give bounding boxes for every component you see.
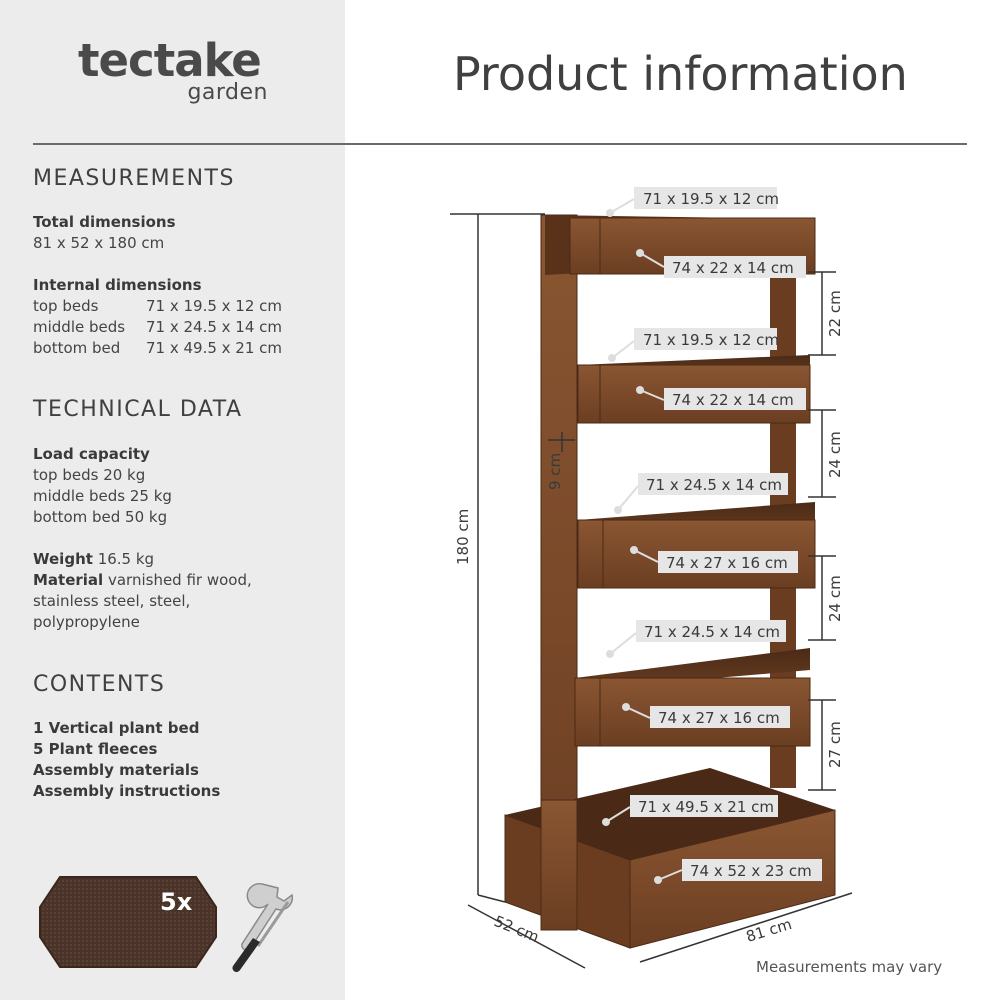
svg-text:71 x 24.5 x 14 cm: 71 x 24.5 x 14 cm bbox=[646, 476, 782, 494]
material-row: Material varnished fir wood, bbox=[33, 571, 252, 589]
tools-icon bbox=[218, 880, 298, 975]
material-row-2: stainless steel, steel, bbox=[33, 592, 191, 610]
callout-outer-2: 74 x 22 x 14 cm bbox=[636, 386, 806, 410]
brand-name: tectake bbox=[78, 34, 262, 87]
svg-text:74 x 22 x 14 cm: 74 x 22 x 14 cm bbox=[672, 259, 794, 277]
info-sidebar bbox=[0, 0, 345, 1000]
svg-text:71 x 19.5 x 12 cm: 71 x 19.5 x 12 cm bbox=[643, 190, 779, 208]
material-row-3: polypropylene bbox=[33, 613, 140, 631]
plant-fleece-image: 5x bbox=[38, 872, 218, 972]
callout-inner-2: 71 x 19.5 x 12 cm bbox=[608, 328, 779, 362]
bed-middle-2 bbox=[574, 648, 811, 747]
brand-logo: tectake garden bbox=[78, 36, 268, 104]
svg-text:71 x 24.5 x 14 cm: 71 x 24.5 x 14 cm bbox=[644, 623, 780, 641]
callout-inner-5: 71 x 49.5 x 21 cm bbox=[602, 795, 778, 826]
leg-gap-label: 9 cm bbox=[546, 453, 564, 490]
technical-heading: TECHNICAL DATA bbox=[33, 397, 243, 422]
load-capacity-label: Load capacity bbox=[33, 445, 150, 463]
total-dimensions-value: 81 x 52 x 180 cm bbox=[33, 234, 165, 252]
weight-row: Weight 16.5 kg bbox=[33, 550, 155, 568]
callout-outer-4: 74 x 27 x 16 cm bbox=[622, 703, 790, 728]
contents-item: 5 Plant fleeces bbox=[33, 740, 158, 758]
callout-inner-4: 71 x 24.5 x 14 cm bbox=[606, 620, 786, 658]
spacing-label: 22 cm bbox=[826, 290, 844, 337]
svg-text:74 x 27 x 16 cm: 74 x 27 x 16 cm bbox=[666, 554, 788, 572]
load-item: top beds 20 kg bbox=[33, 466, 146, 484]
bed-middle-1 bbox=[577, 502, 816, 589]
header-divider bbox=[33, 143, 967, 145]
contents-heading: CONTENTS bbox=[33, 672, 166, 697]
contents-list: 1 Vertical plant bed 5 Plant fleeces Ass… bbox=[33, 718, 220, 802]
contents-item: Assembly instructions bbox=[33, 782, 221, 800]
callout-outer-5: 74 x 52 x 23 cm bbox=[654, 859, 822, 884]
dimension-lines bbox=[450, 213, 853, 969]
callout-inner-3: 71 x 24.5 x 14 cm bbox=[614, 473, 788, 514]
screwdriver-icon bbox=[232, 901, 290, 973]
front-leg-lower bbox=[540, 799, 578, 931]
svg-text:71 x 49.5 x 21 cm: 71 x 49.5 x 21 cm bbox=[638, 798, 774, 816]
page-title: Product information bbox=[453, 47, 908, 101]
plant-bed-illustration: 180 cm 52 cm 81 cm 9 cm 22 cm 24 cm 24 c… bbox=[360, 160, 1000, 1000]
callout-outer-1: 74 x 22 x 14 cm bbox=[636, 249, 806, 278]
svg-text:74 x 52 x 23 cm: 74 x 52 x 23 cm bbox=[690, 862, 812, 880]
total-dimensions: Total dimensions 81 x 52 x 180 cm bbox=[33, 212, 176, 254]
height-label: 180 cm bbox=[454, 509, 472, 565]
wrench-icon bbox=[241, 882, 294, 951]
spacing-label: 24 cm bbox=[826, 575, 844, 622]
svg-text:74 x 27 x 16 cm: 74 x 27 x 16 cm bbox=[658, 709, 780, 727]
depth-label: 52 cm bbox=[492, 912, 542, 946]
svg-text:74 x 22 x 14 cm: 74 x 22 x 14 cm bbox=[672, 391, 794, 409]
load-item: bottom bed 50 kg bbox=[33, 508, 168, 526]
total-dimensions-label: Total dimensions bbox=[33, 213, 176, 231]
internal-dimensions-label: Internal dimensions bbox=[33, 276, 202, 294]
weight-material: Weight 16.5 kg Material varnished fir wo… bbox=[33, 549, 252, 633]
callout-outer-3: 74 x 27 x 16 cm bbox=[630, 546, 798, 573]
brand-sub: garden bbox=[187, 80, 268, 105]
spacing-label: 27 cm bbox=[826, 721, 844, 768]
contents-item: 1 Vertical plant bed bbox=[33, 719, 200, 737]
contents-item: Assembly materials bbox=[33, 761, 199, 779]
measurements-note: Measurements may vary bbox=[756, 958, 943, 976]
load-item: middle beds 25 kg bbox=[33, 487, 172, 505]
fleece-count: 5x bbox=[160, 888, 193, 916]
measurements-heading: MEASUREMENTS bbox=[33, 166, 235, 191]
svg-text:71 x 19.5 x 12 cm: 71 x 19.5 x 12 cm bbox=[643, 331, 779, 349]
callout-inner-1: 71 x 19.5 x 12 cm bbox=[606, 187, 779, 217]
load-capacity: Load capacity top beds 20 kg middle beds… bbox=[33, 444, 172, 528]
spacing-label: 24 cm bbox=[826, 431, 844, 478]
